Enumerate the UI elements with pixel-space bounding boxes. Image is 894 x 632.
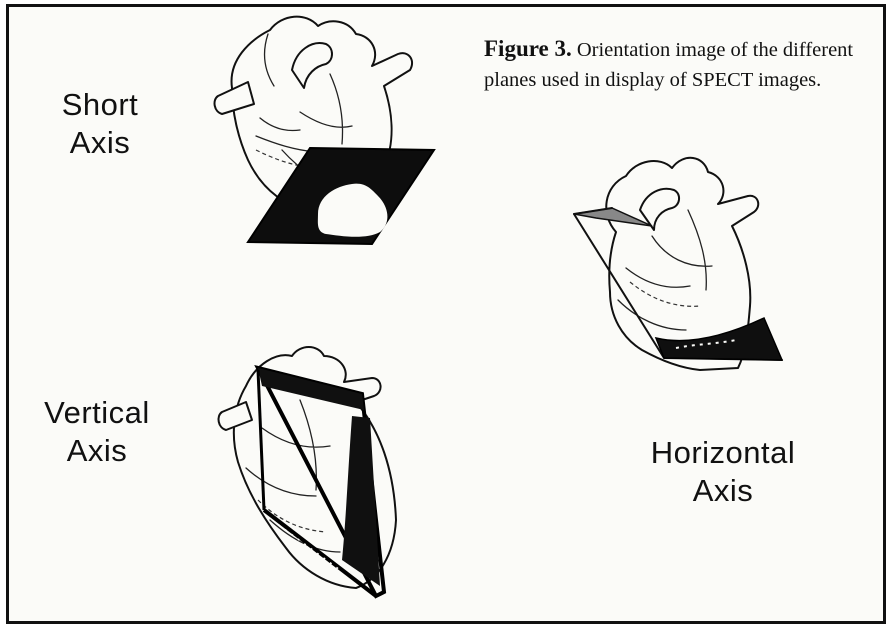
illustration-canvas <box>0 0 894 632</box>
